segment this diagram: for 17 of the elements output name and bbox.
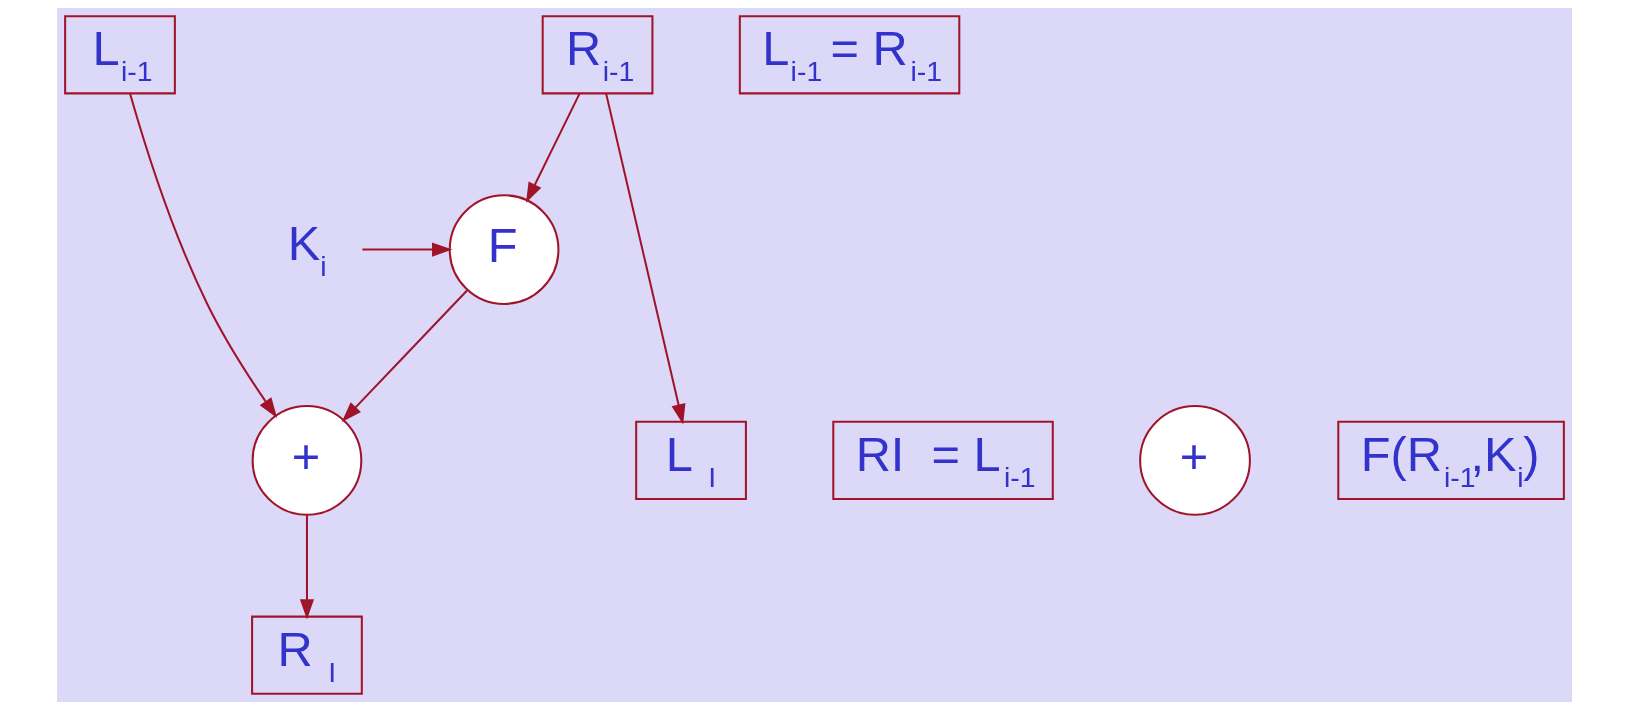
node-text: K$_{i}$ (287, 216, 326, 283)
arrow (361, 242, 452, 257)
node-circle: + (251, 405, 362, 516)
arrow (128, 93, 277, 418)
node-box: RI = L$_{i-1}$ (831, 420, 1054, 501)
arrow (299, 515, 314, 620)
node-box: R$_{i-1}$ (541, 15, 653, 95)
arrow (604, 93, 685, 425)
node-box: R $_{I}$ (250, 615, 363, 695)
node-box: L$_{i-1}$ = R$_{i-1}$ (738, 15, 960, 95)
arrow (525, 93, 580, 203)
node-circle: F (448, 194, 559, 305)
node-box: L$_{i-1}$ (63, 15, 176, 95)
node-box: L $_{I}$ (634, 420, 747, 501)
arrow (341, 289, 468, 422)
node-circle: + (1138, 405, 1251, 516)
node-box: F(R$_{i-1}$,K$_{i}$) (1336, 420, 1565, 501)
